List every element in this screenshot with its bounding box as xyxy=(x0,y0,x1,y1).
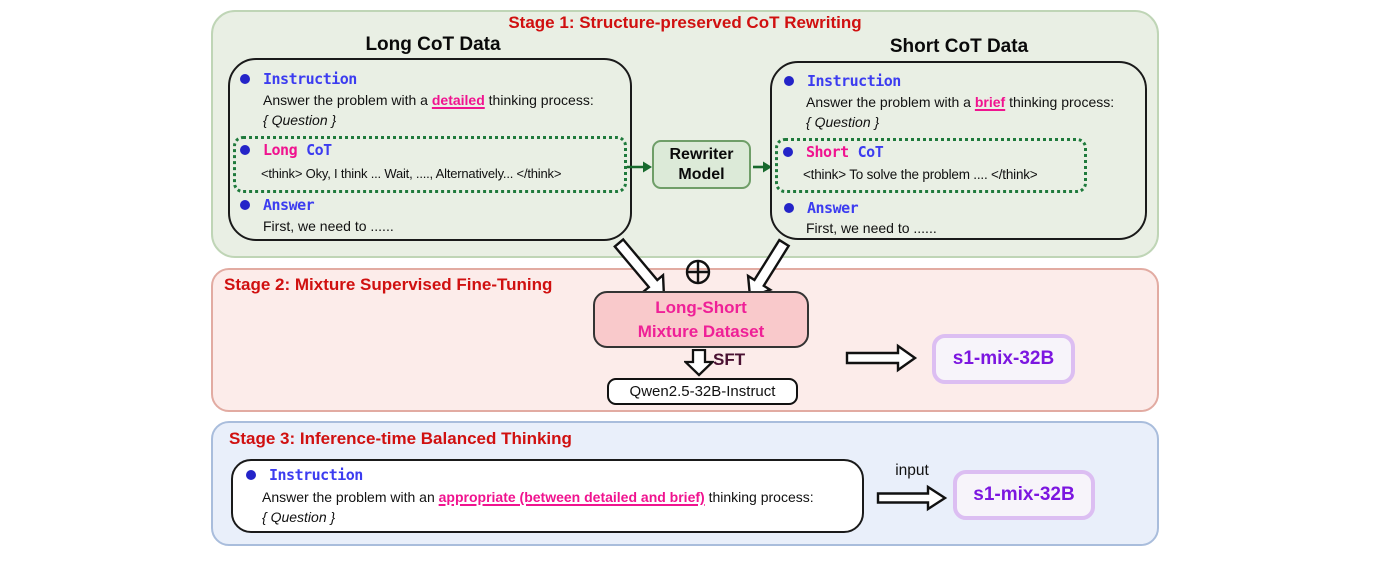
short-instruction-row: Instruction xyxy=(784,72,901,90)
stage3-instruction-row: Instruction xyxy=(246,466,363,484)
long-cot-data-heading: Long CoT Data xyxy=(365,34,501,55)
rewrite-arrows xyxy=(627,161,772,173)
short-answer-row: Answer xyxy=(784,199,859,217)
short-cot-think-text: <think> To solve the problem .... </thin… xyxy=(803,167,1038,182)
combine-icon xyxy=(685,259,711,285)
long-instruction-row: Instruction xyxy=(240,70,357,88)
stage3-instruction-prefix: Answer the problem with an xyxy=(262,489,439,505)
mixture-dataset-line2: Mixture Dataset xyxy=(637,321,765,341)
mixture-dataset-box: Long-Short Mixture Dataset xyxy=(593,291,809,348)
stage3-instruction-label: Instruction xyxy=(269,466,363,484)
bullet-dot-icon xyxy=(240,200,250,210)
base-model-box: Qwen2.5-32B-Instruct xyxy=(607,378,798,405)
short-question-placeholder: { Question } xyxy=(806,114,880,130)
short-instruction-highlight: brief xyxy=(974,94,1006,110)
short-cot-row: Short CoT xyxy=(783,143,884,161)
short-instruction-label: Instruction xyxy=(807,72,901,90)
long-answer-text: First, we need to ...... xyxy=(263,218,394,234)
short-cot-data-box xyxy=(770,61,1147,240)
long-cot-think-text: <think> Oky, I think ... Wait, ...., Alt… xyxy=(261,166,562,181)
bullet-dot-icon xyxy=(783,147,793,157)
input-label: input xyxy=(895,462,929,479)
rewriter-line2: Model xyxy=(678,165,725,183)
short-cot-label-word1: Short xyxy=(806,143,849,161)
stage2-title: Stage 2: Mixture Supervised Fine-Tuning xyxy=(224,275,553,294)
long-question-placeholder: { Question } xyxy=(263,112,337,128)
long-instruction-label: Instruction xyxy=(263,70,357,88)
s1-mix-32b-label: s1-mix-32B xyxy=(952,348,1055,369)
short-instruction-prefix: Answer the problem with a xyxy=(806,94,975,110)
stage3-instruction-highlight: appropriate (between detailed and brief) xyxy=(438,489,705,505)
output-arrow-icon xyxy=(845,343,918,373)
s1-mix-32b-box-stage3: s1-mix-32B xyxy=(953,470,1095,520)
long-cot-dotted-box xyxy=(233,136,627,193)
rewriter-model-box: Rewriter Model xyxy=(652,140,751,189)
long-cot-label-word2: CoT xyxy=(306,141,332,159)
input-arrow-icon xyxy=(876,484,948,512)
stage1-panel xyxy=(211,10,1159,258)
sft-label: SFT xyxy=(713,350,746,369)
bullet-dot-icon xyxy=(240,74,250,84)
bullet-dot-icon xyxy=(784,76,794,86)
short-instruction-text: Answer the problem with a brief thinking… xyxy=(806,94,1114,111)
long-cot-label-word1: Long xyxy=(263,141,298,159)
stage1-title: Stage 1: Structure-preserved CoT Rewriti… xyxy=(508,13,862,32)
base-model-label: Qwen2.5-32B-Instruct xyxy=(629,383,776,400)
stage3-instruction-text: Answer the problem with an appropriate (… xyxy=(262,489,814,506)
bullet-dot-icon xyxy=(246,470,256,480)
bullet-dot-icon xyxy=(240,145,250,155)
long-instruction-prefix: Answer the problem with a xyxy=(263,92,432,108)
long-answer-label: Answer xyxy=(263,196,315,214)
s1-mix-32b-label: s1-mix-32B xyxy=(973,484,1075,505)
short-cot-label-word2: CoT xyxy=(857,143,884,161)
stage3-instruction-box xyxy=(231,459,864,533)
long-answer-row: Answer xyxy=(240,196,315,214)
long-instruction-highlight: detailed xyxy=(431,92,485,108)
short-cot-data-heading: Short CoT Data xyxy=(889,36,1029,57)
mixture-dataset-line1: Long-Short xyxy=(655,297,747,317)
rewriter-line1: Rewriter xyxy=(669,145,734,163)
long-cot-data-box xyxy=(228,58,632,241)
short-answer-text: First, we need to ...... xyxy=(806,220,937,236)
short-instruction-suffix: thinking process: xyxy=(1005,94,1115,110)
long-cot-row: Long CoT xyxy=(240,141,332,159)
merge-arrow-right-icon xyxy=(746,238,791,299)
bullet-dot-icon xyxy=(784,203,794,213)
rewrite-arrow-left-icon xyxy=(627,161,652,173)
short-cot-dotted-box xyxy=(775,138,1087,193)
short-answer-label: Answer xyxy=(807,199,859,217)
stage3-instruction-suffix: thinking process: xyxy=(704,489,814,505)
sft-down-arrow-icon xyxy=(684,349,714,377)
stage3-title: Stage 3: Inference-time Balanced Thinkin… xyxy=(229,429,572,448)
long-instruction-suffix: thinking process: xyxy=(484,92,594,108)
s1-mix-32b-box-stage2: s1-mix-32B xyxy=(932,334,1075,384)
stage3-question-placeholder: { Question } xyxy=(262,509,336,525)
rewrite-arrow-right-icon xyxy=(753,161,772,173)
long-instruction-text: Answer the problem with a detailed think… xyxy=(263,92,594,109)
